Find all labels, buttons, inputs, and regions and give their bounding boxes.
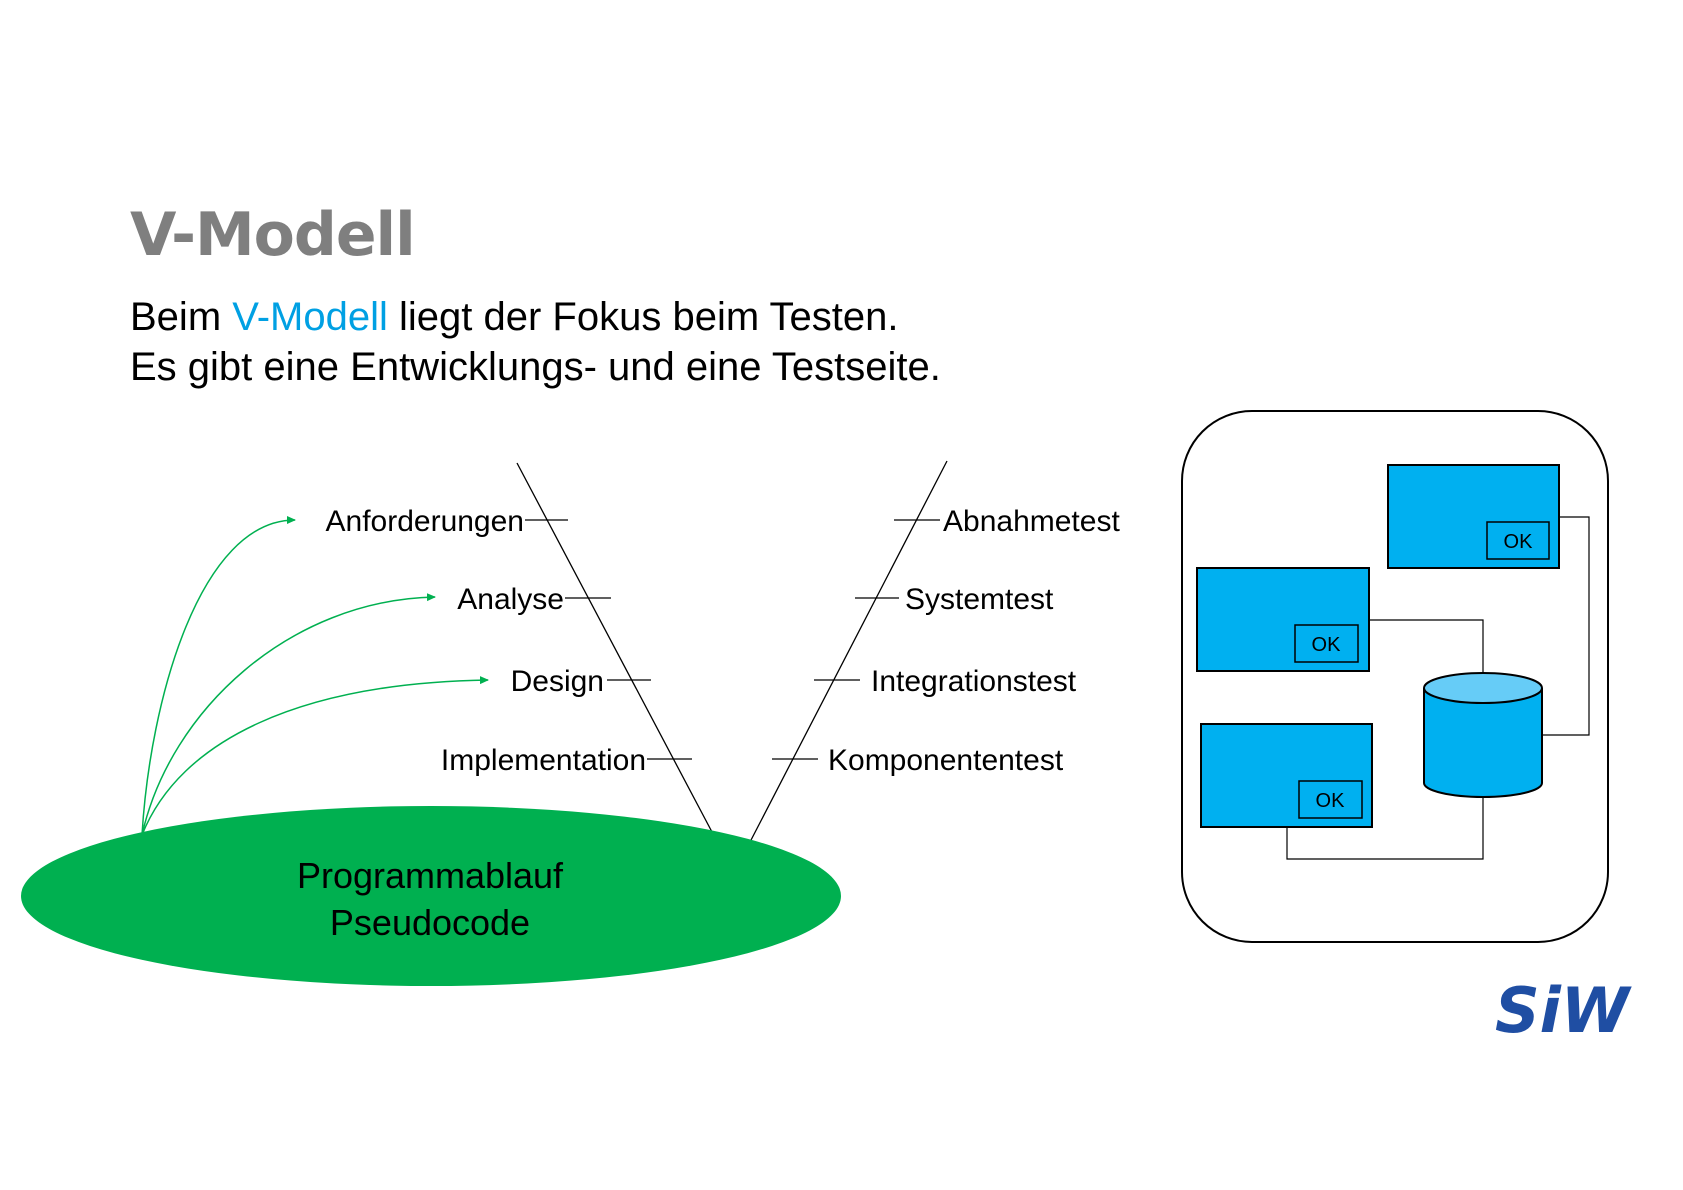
v-left-line <box>516 462 713 833</box>
ok-label-top: OK <box>1504 531 1534 553</box>
intro-line-1: Beim V-Modell liegt der Fokus beim Teste… <box>130 292 941 342</box>
siw-logo: SiW <box>1495 974 1632 1047</box>
arrow-to-anforderungen <box>141 516 296 836</box>
intro-highlight: V-Modell <box>232 295 388 339</box>
connector-mid-box <box>1369 619 1484 680</box>
label-abnahmetest: Abnahmetest <box>943 505 1120 538</box>
label-analyse: Analyse <box>457 583 564 616</box>
intro-text: Beim V-Modell liegt der Fokus beim Teste… <box>130 292 941 392</box>
connector-bottom-box <box>1286 796 1484 860</box>
arrow-to-analyse <box>141 593 436 836</box>
base-line-2: Pseudocode <box>330 902 530 943</box>
ok-button-top <box>1486 521 1550 560</box>
ok-button-middle <box>1294 624 1359 663</box>
slide-title: V-Modell <box>130 200 416 270</box>
base-oval <box>21 806 841 986</box>
intro-line-1-after: liegt der Fokus beim Testen. <box>387 295 899 339</box>
label-implementation: Implementation <box>441 744 646 777</box>
ok-label-middle: OK <box>1312 634 1342 656</box>
label-anforderungen: Anforderungen <box>326 505 525 538</box>
ok-label-bottom: OK <box>1316 790 1346 812</box>
label-design: Design <box>511 665 604 698</box>
intro-line-2: Es gibt eine Entwicklungs- und eine Test… <box>130 345 941 389</box>
database-icon <box>1423 672 1543 798</box>
base-line-1: Programmablauf <box>297 855 564 896</box>
ok-button-bottom <box>1298 780 1363 819</box>
label-komponententest: Komponententest <box>828 744 1064 777</box>
arrow-to-design <box>141 676 489 836</box>
intro-line-1-before: Beim <box>130 295 233 339</box>
connector-top-box <box>1543 516 1590 736</box>
label-integrationstest: Integrationstest <box>871 665 1077 698</box>
v-right-line <box>749 460 948 843</box>
label-systemtest: Systemtest <box>905 583 1054 616</box>
